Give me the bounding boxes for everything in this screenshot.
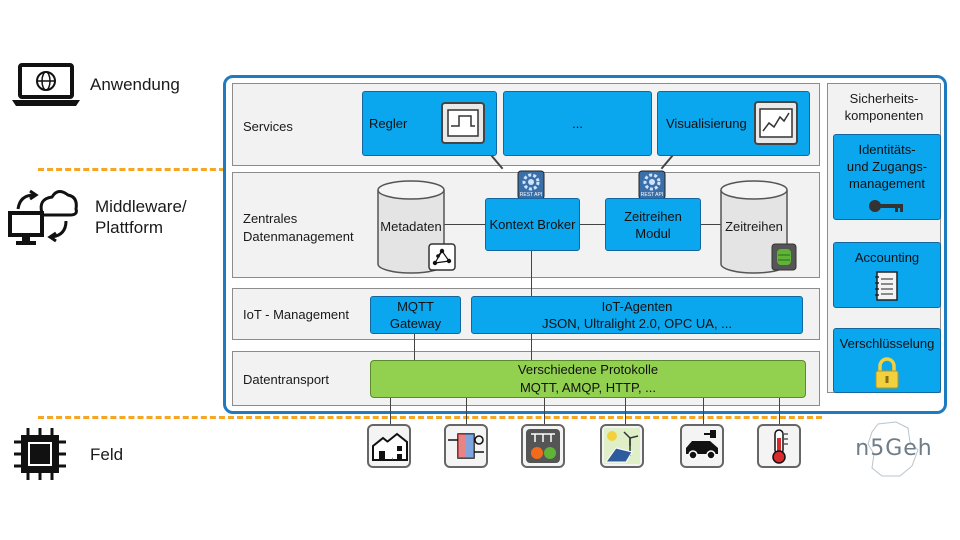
tier-label-middleware: Middleware/ Plattform — [95, 197, 187, 237]
layer-label-services: Services — [243, 119, 293, 134]
connector-broker-iot — [531, 250, 532, 296]
protocols-bar: Verschiedene Protokolle MQTT, AMQP, HTTP… — [370, 360, 806, 398]
connector-field-5 — [703, 398, 704, 424]
electric-car-icon — [680, 424, 724, 468]
grid-energy-icon — [521, 424, 565, 468]
layer-label-iot-management: IoT - Management — [243, 307, 349, 322]
rest-api-badge-broker: REST API — [517, 170, 545, 200]
thermometer-icon — [757, 424, 801, 468]
gear-icon — [522, 173, 540, 191]
notebook-icon — [873, 270, 901, 306]
tier-label-field: Feld — [90, 445, 124, 464]
layer-label-data-management: Zentrales Datenmanagement — [243, 211, 354, 244]
mqtt-gateway: MQTT Gateway — [370, 296, 461, 334]
tier-label-application: Anwendung — [90, 75, 180, 94]
service-more: ... — [503, 91, 652, 156]
layer-label-transport: Datentransport — [243, 372, 329, 387]
connector-broker-module — [580, 224, 605, 225]
connector-field-6 — [779, 398, 780, 424]
database-icon — [771, 243, 797, 271]
connector-metadata-broker — [444, 224, 486, 225]
buildings-icon — [367, 424, 411, 468]
connector-field-3 — [544, 398, 545, 424]
laptop-globe-icon — [10, 62, 82, 108]
solar-wind-icon — [600, 424, 644, 468]
window-chart-icon — [441, 102, 485, 144]
graph-nodes-icon — [428, 243, 456, 271]
accounting: Accounting — [833, 242, 941, 308]
connector-module-timeseries — [701, 224, 721, 225]
service-visualization: Visualisierung — [657, 91, 810, 156]
connector-mqtt-transport — [414, 334, 415, 360]
iot-agents: IoT-Agenten JSON, Ultralight 2.0, OPC UA… — [471, 296, 803, 334]
connector-iot-transport — [531, 334, 532, 360]
service-controller: Regler — [362, 91, 497, 156]
tier-divider-bottom — [38, 416, 822, 419]
identity-management: Identitäts- und Zugangs- management — [833, 134, 941, 220]
connector-field-1 — [390, 398, 391, 424]
n5geh-logo: n5Geh — [838, 420, 948, 480]
context-broker: Kontext Broker — [485, 198, 580, 251]
connector-field-4 — [625, 398, 626, 424]
heat-exchanger-icon — [444, 424, 488, 468]
cloud-sync-icon — [8, 183, 80, 249]
padlock-icon — [874, 357, 900, 393]
encryption: Verschlüsselung — [833, 328, 941, 393]
rest-api-badge-module: REST API — [638, 170, 666, 200]
security-header: Sicherheits- komponenten — [844, 91, 924, 123]
gear-icon — [643, 173, 661, 191]
timeseries-module: Zeitreihen Modul — [605, 198, 701, 251]
chip-icon — [12, 426, 68, 482]
connector-field-2 — [466, 398, 467, 424]
window-trend-icon — [754, 101, 798, 145]
key-icon — [867, 198, 907, 218]
metadata-store: Metadaten — [377, 180, 456, 274]
timeseries-store: Zeitreihen — [720, 180, 797, 274]
